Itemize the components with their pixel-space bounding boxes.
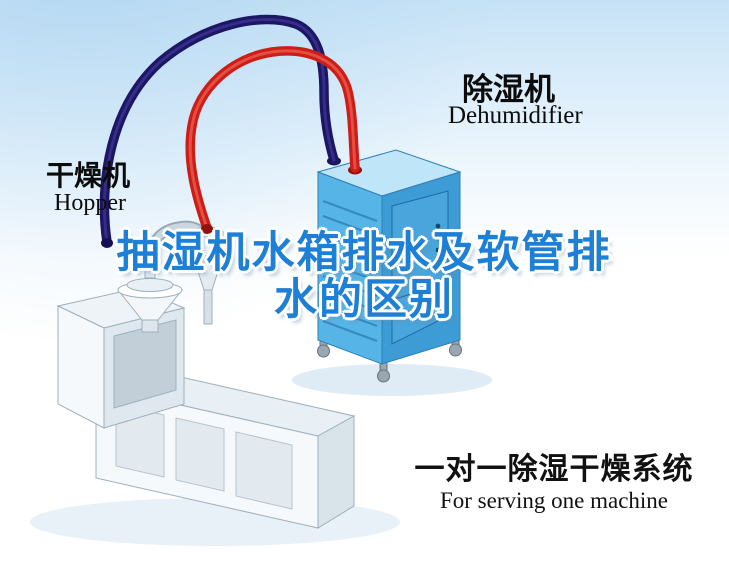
- unit-vents: [322, 200, 378, 342]
- hose-navy-end: [101, 238, 113, 248]
- casters: [317, 336, 462, 383]
- unit-door: [391, 190, 449, 345]
- dryer-machine: [56, 287, 356, 529]
- hose-navy: [99, 14, 339, 248]
- unit-door-seam: [391, 281, 449, 301]
- hose-red: [185, 46, 360, 234]
- dehumidifier-label-en: Dehumidifier: [448, 102, 583, 129]
- footer-slogan-en: For serving one machine: [439, 488, 669, 513]
- page-title-line1: 抽湿机水箱排水及软管排: [116, 230, 612, 277]
- dryer-body-side: [317, 415, 355, 529]
- unit-controls: [435, 223, 441, 253]
- footer-slogan-cn: 一对一除湿干燥系统: [414, 453, 694, 486]
- page-title-line2: 水的区别: [274, 277, 454, 325]
- dryer-front-panels: [115, 403, 293, 510]
- dehumidifier-label-cn: 除湿机: [462, 72, 555, 107]
- hose-red-end: [201, 224, 213, 234]
- shadow-dehumidifier: [292, 364, 492, 396]
- dehumidifier-unit: [316, 149, 462, 383]
- hopper-label-en: Hopper: [54, 190, 126, 216]
- page-title: 抽湿机水箱排水及软管排 水的区别: [64, 230, 664, 325]
- hopper-label-cn: 干燥机: [46, 160, 131, 191]
